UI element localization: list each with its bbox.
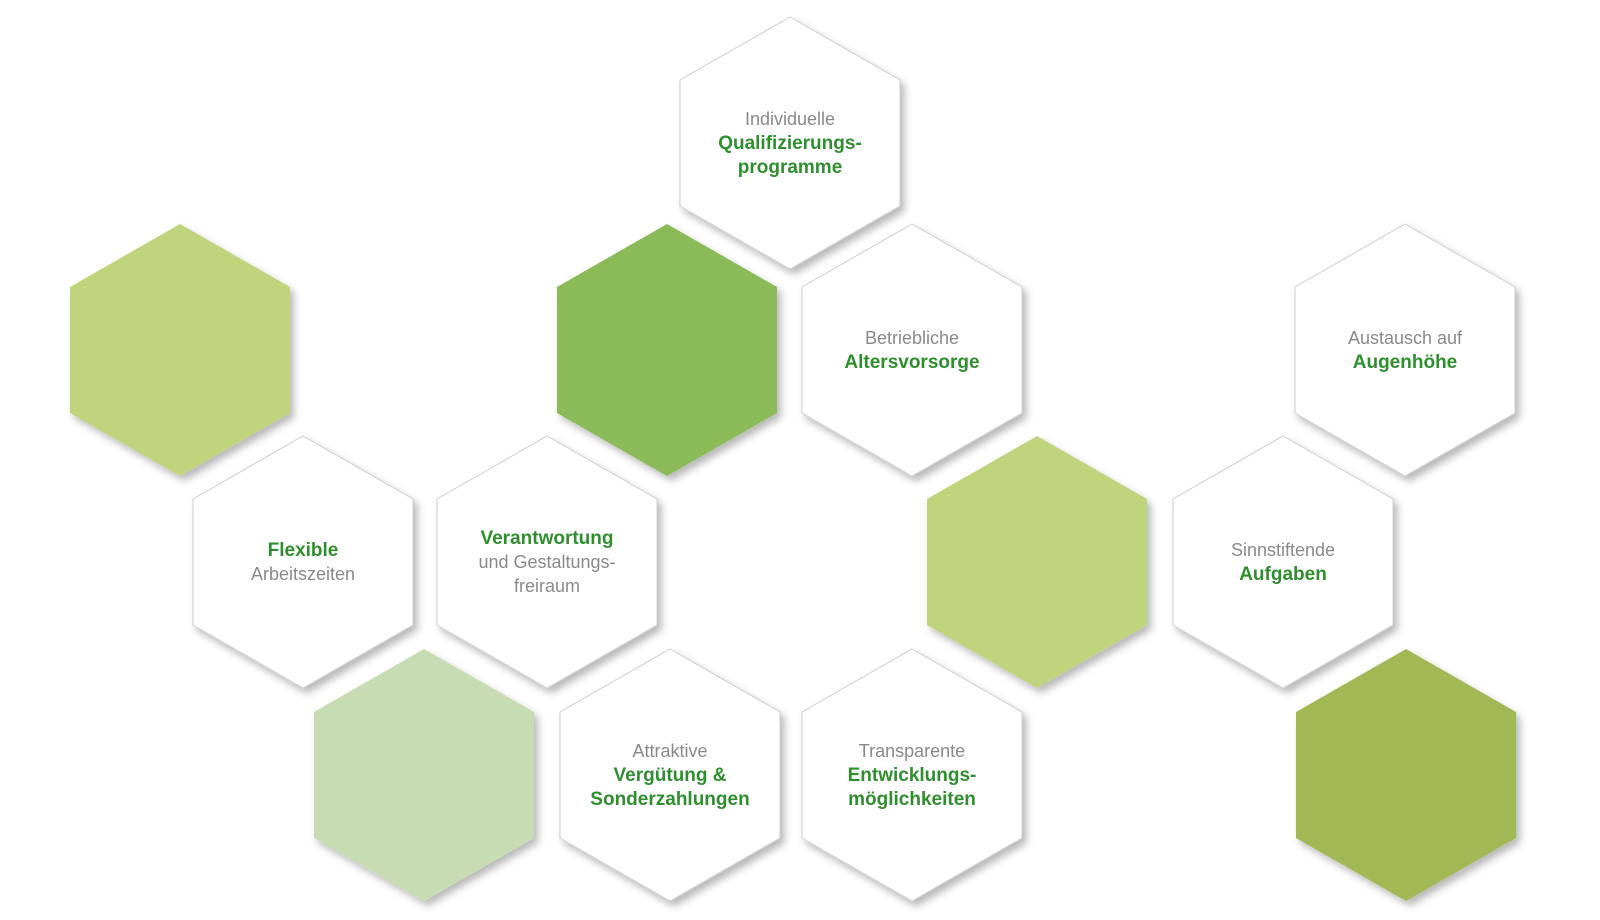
hexagon-shape bbox=[1296, 649, 1516, 901]
hexagon-label-line: und Gestaltungs- bbox=[478, 552, 615, 572]
hexagon-shape bbox=[801, 223, 1023, 477]
hexagon-shape bbox=[927, 436, 1147, 688]
hexagon-shape bbox=[70, 224, 290, 476]
hexagon-label-line: Austausch auf bbox=[1348, 328, 1463, 348]
hexagon-shape bbox=[192, 435, 414, 689]
hexagon-label-line: Altersvorsorge bbox=[844, 352, 979, 373]
hexagon-green-bottom-right bbox=[1296, 649, 1516, 901]
hexagon-shape bbox=[801, 648, 1023, 902]
hexagon-label-line: Flexible bbox=[268, 540, 339, 561]
hexagon-shape bbox=[314, 649, 534, 901]
hexagon-shape bbox=[1172, 435, 1394, 689]
hexagon-label-line: möglichkeiten bbox=[848, 789, 976, 810]
hexagon-label-line: Verantwortung bbox=[480, 528, 613, 549]
hexagon-label-line: Individuelle bbox=[745, 109, 835, 129]
hexagon-label-line: Augenhöhe bbox=[1353, 352, 1458, 373]
hexagon-green-left bbox=[70, 224, 290, 476]
hexagon-label-line: Aufgaben bbox=[1239, 564, 1327, 585]
hexagon-green-bottom-left bbox=[314, 649, 534, 901]
hexagon-label-line: Attraktive bbox=[632, 741, 707, 761]
hexagon-label-line: Transparente bbox=[859, 741, 965, 761]
hexagon-shape bbox=[679, 16, 901, 270]
hexagon-shape bbox=[436, 435, 658, 689]
hexagon-label-line: Qualifizierungs- bbox=[718, 133, 862, 154]
hexagon-shape bbox=[557, 224, 777, 476]
hexagon-shape bbox=[1294, 223, 1516, 477]
hexagon-label: Verantwortung und Gestaltungs-freiraum bbox=[478, 528, 615, 596]
hexagon-verantwortung: Verantwortung und Gestaltungs-freiraum bbox=[436, 435, 658, 689]
hexagon-shape bbox=[559, 648, 781, 902]
hexagon-green-mid-right bbox=[927, 436, 1147, 688]
hexagon-label-line: Betriebliche bbox=[865, 328, 959, 348]
hexagon-label-line: Entwicklungs- bbox=[848, 765, 977, 786]
hexagon-label-line: programme bbox=[738, 157, 843, 178]
hexagon-label-line: freiraum bbox=[514, 576, 580, 596]
hexagon-label-line: Sonderzahlungen bbox=[590, 789, 749, 810]
hexagon-label-line: Arbeitszeiten bbox=[251, 564, 355, 584]
hexagon-label-line: Sinnstiftende bbox=[1231, 540, 1335, 560]
hexagon-label-line: Vergütung & bbox=[614, 765, 727, 786]
hexagon-green-center bbox=[557, 224, 777, 476]
